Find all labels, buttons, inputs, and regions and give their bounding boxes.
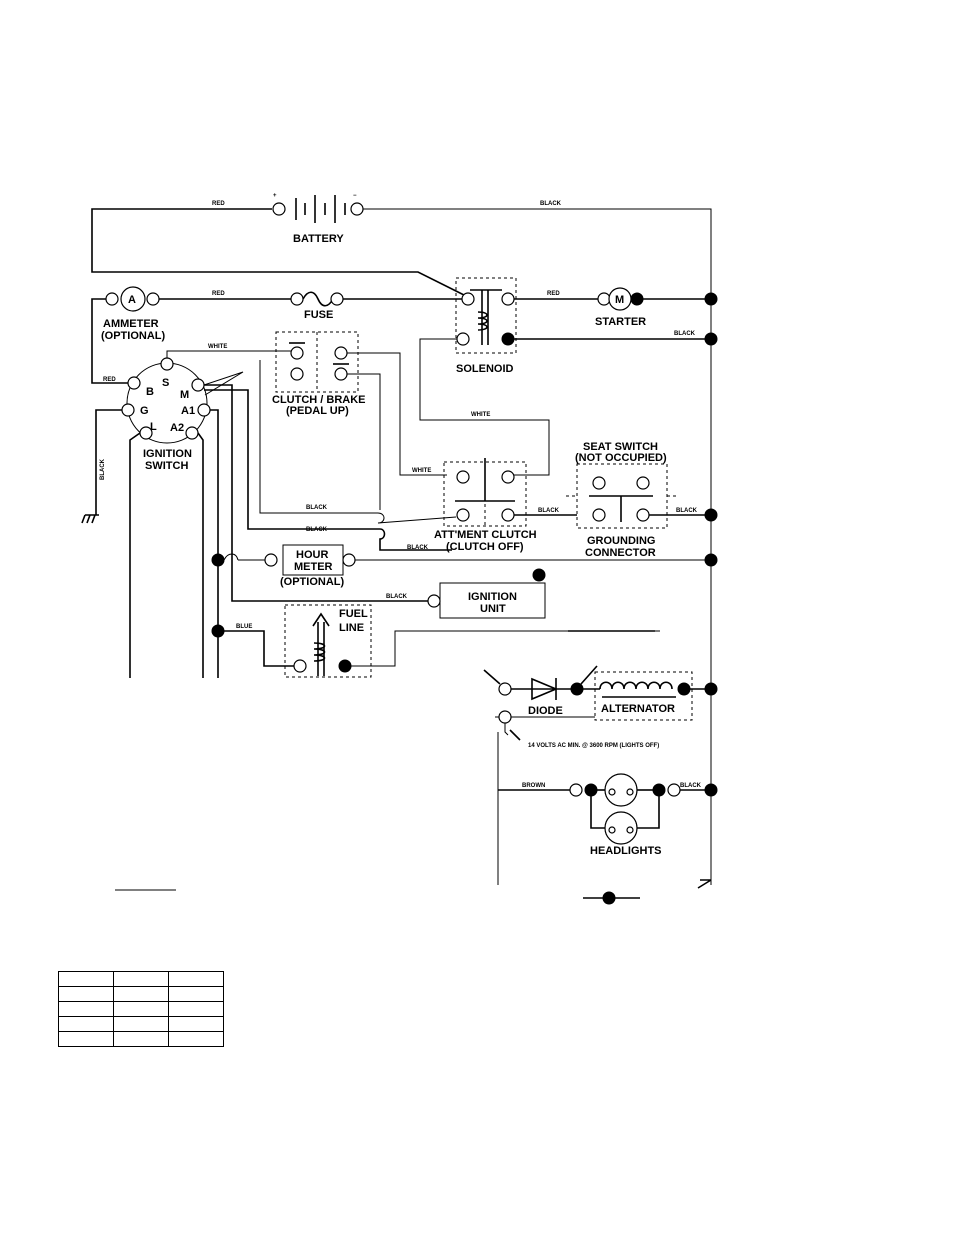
volts-note: 14 VOLTS AC MIN. @ 3600 RPM (LIGHTS OFF) (528, 743, 659, 749)
wire-label-white-solenoid: WHITE (471, 412, 490, 418)
wire-label-red-ammeter: RED (103, 377, 116, 383)
wire-label-white-clutch: WHITE (208, 344, 227, 350)
term-g: G (140, 405, 149, 417)
term-s: S (162, 377, 169, 389)
fuel-solenoid: FUEL LINE BLUE (224, 604, 660, 678)
starter: M STARTER RED BLACK (514, 287, 718, 346)
diode-alternator: DIODE ALTERNATOR 14 VOLTS AC MIN. @ 3600… (483, 575, 718, 885)
term-b: B (146, 386, 154, 398)
grounding-label-2: CONNECTOR (585, 547, 656, 559)
battery: BATTERY + − RED BLACK (91, 193, 712, 575)
wire-label-white-attment: WHITE (412, 468, 431, 474)
pedal-up-label: (PEDAL UP) (286, 405, 349, 417)
wire-label-blue-fuel: BLUE (236, 624, 252, 630)
ammeter: A AMMETER (OPTIONAL) RED (91, 286, 165, 384)
hour-meter-optional: (OPTIONAL) (280, 576, 344, 588)
ammeter-optional: (OPTIONAL) (101, 330, 165, 342)
term-a2: A2 (170, 422, 184, 434)
wire-label-red-fuse: RED (212, 291, 225, 297)
ignition-unit-label-1: IGNITION (468, 591, 517, 603)
ignition-switch-label-1: IGNITION (143, 448, 192, 460)
ammeter-symbol: A (128, 294, 136, 306)
ignition-unit: IGNITION UNIT BLACK (231, 560, 546, 619)
clutch-brake-switch: WHITE CLUTCH / BRAKE (PEDAL UP) (166, 331, 447, 510)
wire-label-black-headlights: BLACK (680, 783, 702, 789)
fuse-label: FUSE (304, 309, 333, 321)
fuel-label-2: LINE (339, 622, 364, 634)
headlights-label: HEADLIGHTS (590, 845, 662, 857)
ground-symbol (697, 879, 712, 889)
ignition-switch: S B M G A1 L A2 IGNITION SWITCH BLACK (81, 357, 225, 678)
wire-label-red-battery: RED (212, 201, 225, 207)
grounding-label-1: GROUNDING (587, 535, 655, 547)
wire-label-black-clutch-1: BLACK (306, 505, 328, 511)
term-m: M (180, 389, 189, 401)
table-row (58, 971, 224, 987)
term-l: L (150, 421, 157, 433)
table-row (58, 1001, 224, 1017)
ammeter-label: AMMETER (103, 318, 159, 330)
alternator-label: ALTERNATOR (601, 703, 675, 715)
hour-meter-label-1: HOUR (296, 549, 328, 561)
diode-label: DIODE (528, 705, 563, 717)
ignition-switch-label-2: SWITCH (145, 460, 188, 472)
seat-switch-label: SEAT SWITCH (583, 441, 658, 453)
clutch-off-label: (CLUTCH OFF) (446, 541, 524, 553)
battery-label: BATTERY (293, 233, 344, 245)
wire-label-black-solenoid: BLACK (674, 331, 696, 337)
wire-label-black-clutch-3: BLACK (407, 545, 429, 551)
fuel-label-1: FUEL (339, 608, 368, 620)
attachment-clutch-switch: ATT'MENT CLUTCH (CLUTCH OFF) BLACK (434, 458, 577, 553)
solenoid-label: SOLENOID (456, 363, 514, 375)
wire-label-black-clutch-2: BLACK (306, 527, 328, 533)
headlights: HEADLIGHTS BROWN BLACK (498, 773, 718, 857)
table-row (58, 986, 224, 1002)
wire-label-black-seat: BLACK (676, 508, 698, 514)
battery-negative: − (353, 193, 357, 199)
table-row (58, 1016, 224, 1032)
wire-label-black-attment: BLACK (538, 508, 560, 514)
solenoid: SOLENOID (455, 277, 517, 375)
not-occupied-label: (NOT OCCUPIED) (575, 452, 667, 464)
hour-meter-label-2: METER (294, 561, 333, 573)
hour-meter: HOUR METER (OPTIONAL) (223, 544, 718, 588)
table-row (58, 1031, 224, 1047)
starter-symbol: M (615, 294, 624, 306)
term-a1: A1 (181, 405, 195, 417)
starter-label: STARTER (595, 316, 646, 328)
battery-positive: + (273, 193, 277, 199)
wire-label-brown: BROWN (522, 783, 545, 789)
attment-clutch-label: ATT'MENT CLUTCH (434, 529, 537, 541)
ignition-unit-label-2: UNIT (480, 603, 506, 615)
empty-table (58, 971, 224, 1047)
wire-label-black-battery: BLACK (540, 201, 562, 207)
wire-label-black-ignition: BLACK (386, 594, 408, 600)
seat-switch: SEAT SWITCH (NOT OCCUPIED) GROUNDING CON… (566, 441, 718, 559)
wire-label-red-starter: RED (547, 291, 560, 297)
connection-symbol (583, 891, 640, 905)
fuse: FUSE RED (159, 291, 462, 321)
clutch-brake-label: CLUTCH / BRAKE (272, 394, 366, 406)
wire-label-black-ground: BLACK (100, 458, 106, 480)
